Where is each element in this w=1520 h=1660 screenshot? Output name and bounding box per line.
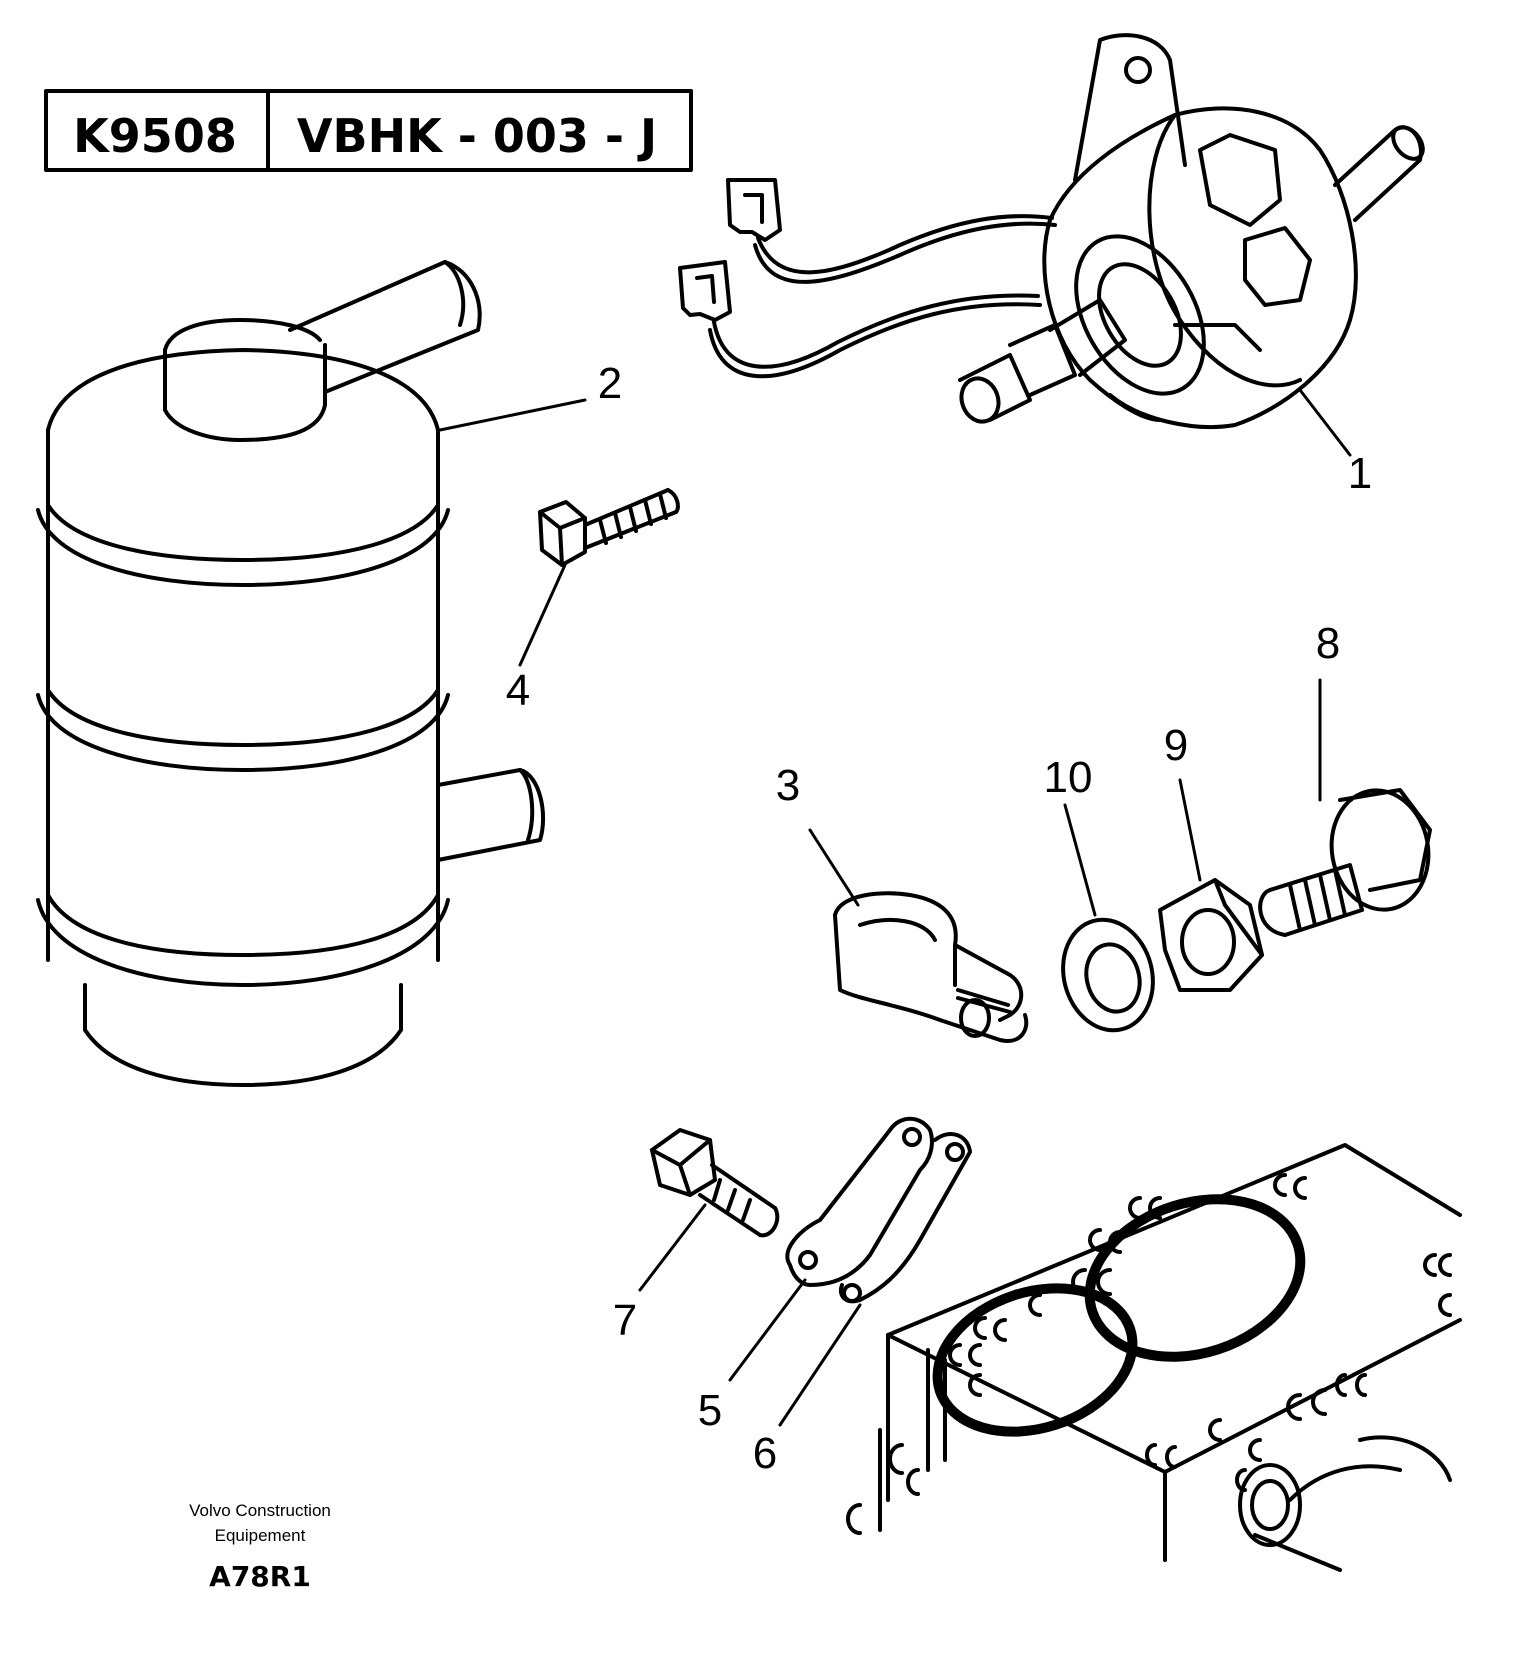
callout-5: 5 <box>698 1386 722 1435</box>
company-name-line-1: Volvo Construction <box>189 1501 331 1520</box>
solenoid-part-1 <box>678 33 1425 429</box>
part-ref-label: K9508 <box>73 109 237 163</box>
header-box <box>44 89 693 172</box>
bolt-part-4 <box>538 488 680 567</box>
filter-canister <box>36 260 545 1087</box>
leader-lines <box>438 388 1352 1427</box>
company-name-line-2: Equipement <box>214 1526 306 1545</box>
drawing-code: A78R1 <box>209 1560 311 1593</box>
callout-4: 4 <box>506 666 530 715</box>
bolt-part-7 <box>650 1128 780 1238</box>
callout-8: 8 <box>1316 619 1340 668</box>
callout-7: 7 <box>613 1296 637 1345</box>
callout-6: 6 <box>753 1429 777 1478</box>
nut-part-9 <box>1158 878 1264 992</box>
washer-part-10 <box>1061 917 1155 1033</box>
clamp-part-3 <box>833 891 1029 1043</box>
callout-3: 3 <box>776 761 800 810</box>
flange-bolt-part-8 <box>1258 788 1432 937</box>
cover-plate-parts-5-6 <box>785 1116 972 1304</box>
group-code-label: VBHK - 003 - J <box>297 109 657 163</box>
callout-1: 1 <box>1348 449 1372 498</box>
callout-10: 10 <box>1044 753 1093 802</box>
callout-2: 2 <box>598 359 622 408</box>
footer-credit: Volvo Construction Equipement A78R1 <box>150 1498 370 1593</box>
engine-block <box>846 1143 1462 1572</box>
callout-9: 9 <box>1164 721 1188 770</box>
